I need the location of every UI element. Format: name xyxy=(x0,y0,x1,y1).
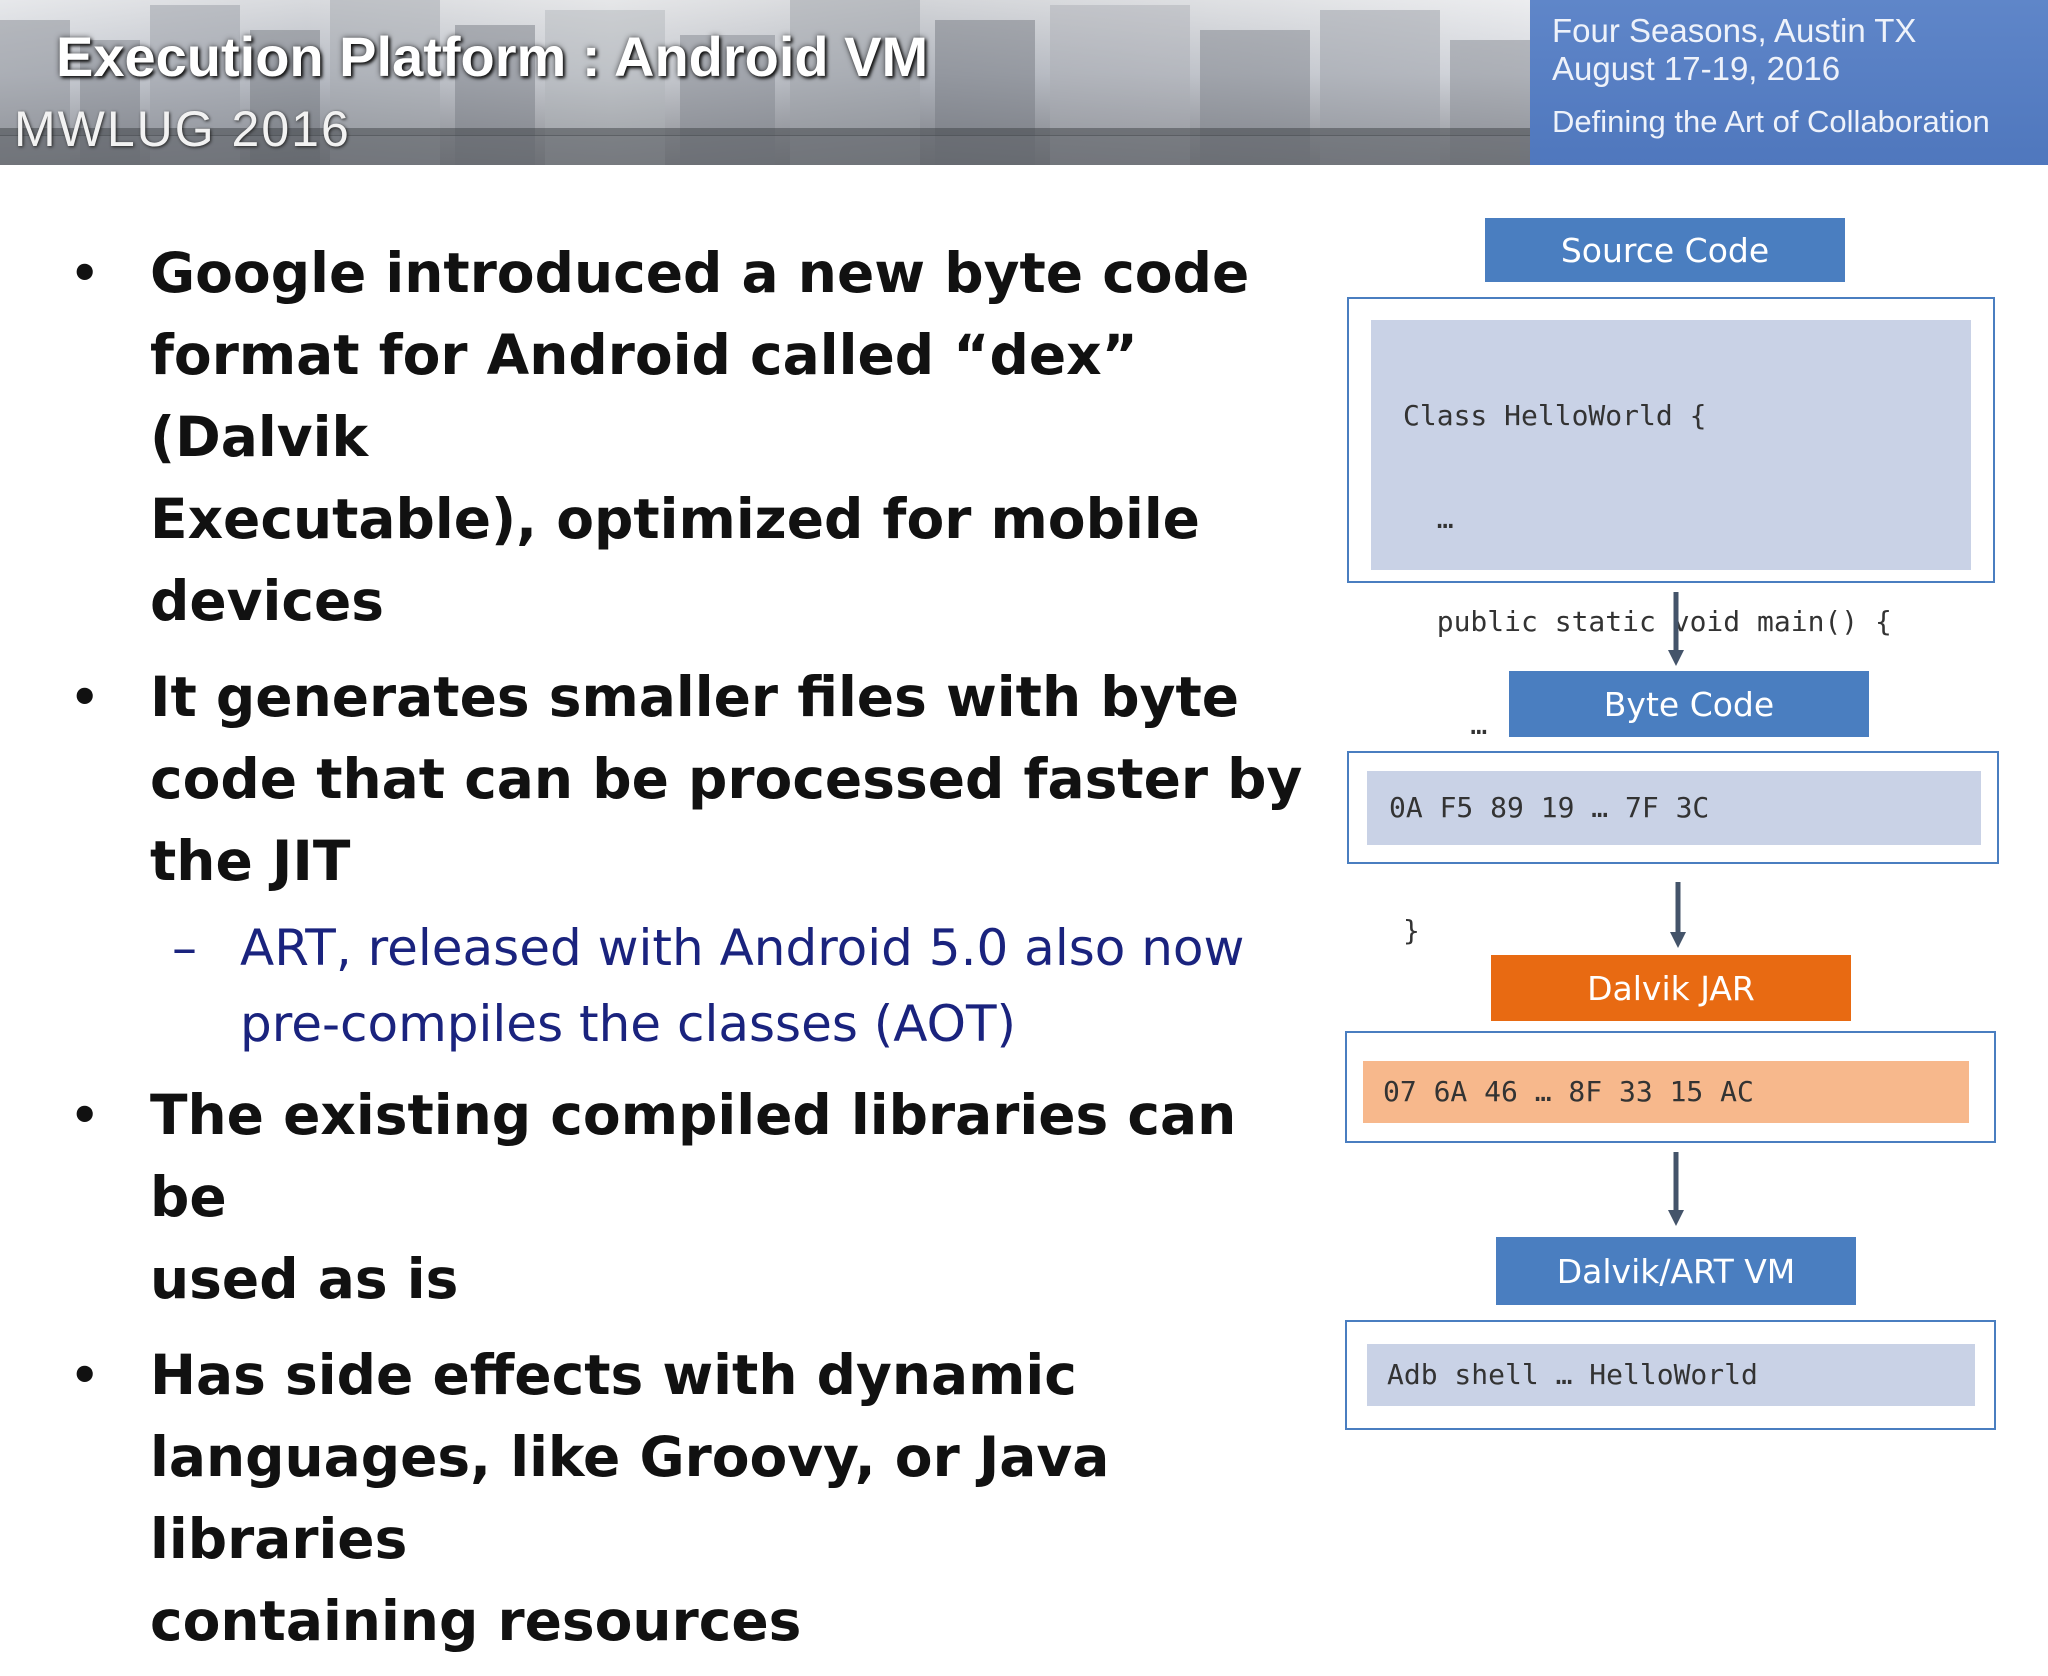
bullet-item: • It generates smaller files with byte c… xyxy=(60,656,1320,902)
bullet-item: • Has side effects with dynamic language… xyxy=(60,1334,1320,1662)
header-banner: Execution Platform : Android VM MWLUG 20… xyxy=(0,0,2048,165)
source-code-label: Source Code xyxy=(1485,218,1845,282)
byte-code-block: 0A F5 89 19 … 7F 3C xyxy=(1367,771,1981,845)
byte-code-text: 0A F5 89 19 … 7F 3C xyxy=(1389,791,1710,824)
vm-command-block: Adb shell … HelloWorld xyxy=(1367,1344,1975,1406)
bullet-line: used as is xyxy=(150,1247,459,1311)
bullet-line: Has side effects with dynamic xyxy=(150,1343,1077,1407)
bullet-list: • Google introduced a new byte code form… xyxy=(60,232,1302,1676)
bullet-line: It generates smaller files with byte xyxy=(150,665,1240,729)
bullet-line: The existing compiled libraries can be xyxy=(150,1083,1237,1229)
dalvik-jar-text: 07 6A 46 … 8F 33 15 AC xyxy=(1383,1075,1754,1108)
sub-bullet-line: ART, released with Android 5.0 also now xyxy=(240,919,1245,977)
byte-code-label: Byte Code xyxy=(1509,671,1869,737)
bullet-dot-icon: • xyxy=(70,1088,100,1142)
bullet-dot-icon: • xyxy=(70,1348,100,1402)
source-code-block: Class HelloWorld { … public static void … xyxy=(1371,320,1971,947)
dalvik-jar-label: Dalvik JAR xyxy=(1491,955,1851,1021)
bullet-item: • The existing compiled libraries can be… xyxy=(60,1074,1320,1320)
bullet-line: format for Android called “dex” (Dalvik xyxy=(150,323,1138,469)
bullet-item: • Google introduced a new byte code form… xyxy=(60,232,1320,642)
bullet-line: Google introduced a new byte code xyxy=(150,241,1250,305)
vm-command-text: Adb shell … HelloWorld xyxy=(1387,1358,1758,1391)
down-arrow-icon xyxy=(1670,882,1686,948)
down-arrow-icon xyxy=(1668,1152,1684,1226)
vm-frame: Adb shell … HelloWorld xyxy=(1345,1320,1996,1430)
slide-title: Execution Platform : Android VM xyxy=(56,25,929,88)
bullet-line: containing resources xyxy=(150,1589,802,1653)
code-line: … xyxy=(1403,502,1454,535)
dalvik-jar-block: 07 6A 46 … 8F 33 15 AC xyxy=(1363,1061,1969,1123)
bullet-line: languages, like Groovy, or Java librarie… xyxy=(150,1425,1110,1571)
skyline-illustration xyxy=(0,0,1530,165)
bullet-line: the JIT xyxy=(150,829,351,893)
bullet-line: Executable), optimized for mobile xyxy=(150,487,1200,551)
event-info-panel: Four Seasons, Austin TX August 17-19, 20… xyxy=(1530,0,2048,165)
byte-code-frame: 0A F5 89 19 … 7F 3C xyxy=(1347,751,1999,864)
bullet-line: code that can be processed faster by xyxy=(150,747,1303,811)
sub-bullet-line: pre-compiles the classes (AOT) xyxy=(240,995,1017,1053)
conference-name: MWLUG 2016 xyxy=(14,101,351,157)
sub-bullet-item: – ART, released with Android 5.0 also no… xyxy=(60,910,1320,1062)
code-line: public static void main() { xyxy=(1403,605,1892,638)
bullet-dot-icon: • xyxy=(70,670,100,724)
bullet-dot-icon: • xyxy=(70,246,100,300)
down-arrow-icon xyxy=(1668,592,1684,666)
code-line: } xyxy=(1403,914,1420,947)
city-skyline-image xyxy=(0,0,1530,165)
source-code-frame: Class HelloWorld { … public static void … xyxy=(1347,297,1995,947)
event-tagline: Defining the Art of Collaboration xyxy=(1552,104,1990,139)
code-line: … xyxy=(1403,708,1488,741)
event-venue: Four Seasons, Austin TX xyxy=(1552,12,1917,49)
event-date: August 17-19, 2016 xyxy=(1552,50,1841,87)
bullet-line: devices xyxy=(150,569,385,633)
dalvik-jar-frame: 07 6A 46 … 8F 33 15 AC xyxy=(1345,1031,1996,1143)
dash-icon: – xyxy=(172,919,197,977)
code-line: Class HelloWorld { xyxy=(1403,399,1707,432)
vm-label: Dalvik/ART VM xyxy=(1496,1237,1856,1305)
